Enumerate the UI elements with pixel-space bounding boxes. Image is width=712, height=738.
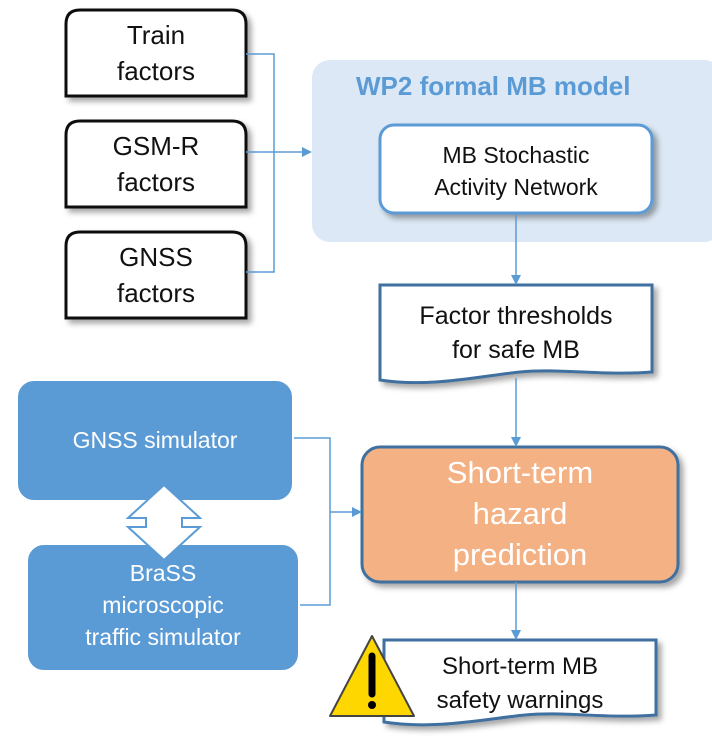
brass-sim-connector xyxy=(300,512,331,606)
sim-link-arrow xyxy=(125,483,203,562)
thresholds-box xyxy=(378,283,654,385)
gsmr-factors-box xyxy=(64,119,248,209)
gnss-simulator-label: GNSS simulator xyxy=(72,427,238,453)
hazard-box xyxy=(360,445,680,584)
train-connector xyxy=(246,53,275,152)
train-factors-box xyxy=(64,8,248,98)
gnss-connector xyxy=(246,152,275,273)
warnings-box xyxy=(382,638,658,727)
gnss-sim-connector xyxy=(294,437,331,512)
wp2-title: WP2 formal MB model xyxy=(356,71,631,101)
gnss-factors-box xyxy=(64,230,248,320)
warning-icon xyxy=(329,635,415,717)
